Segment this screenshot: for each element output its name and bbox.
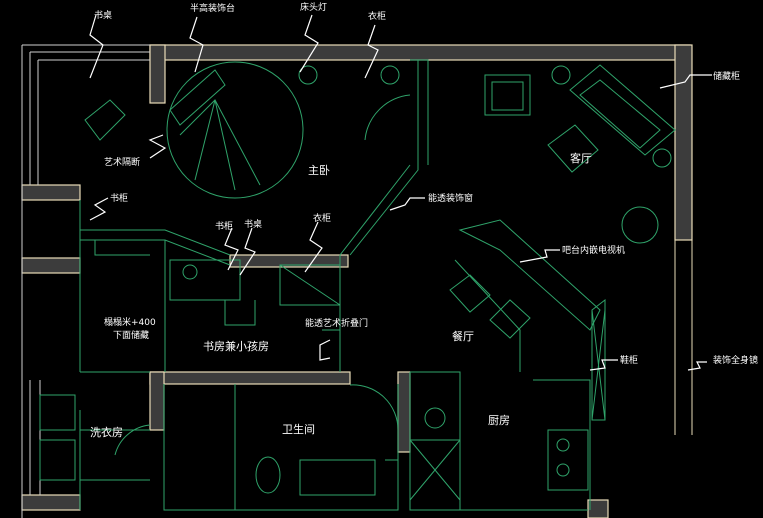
- label-folding-door: 能透艺术折叠门: [305, 317, 368, 329]
- furniture: [84, 61, 676, 494]
- label-half-height-stand: 半高装饰台: [190, 2, 235, 14]
- label-full-mirror: 装饰全身镜: [713, 354, 758, 366]
- room-master-bedroom: 主卧: [308, 164, 330, 177]
- interior-partitions: [39, 59, 606, 511]
- label-shoe-cabinet: 鞋柜: [620, 354, 638, 366]
- label-wardrobe-top: 衣柜: [368, 10, 386, 22]
- room-study-kids: 书房兼小孩房: [203, 340, 269, 353]
- label-bar-tv: 吧台内嵌电视机: [562, 244, 625, 256]
- label-bookcase-left: 书柜: [110, 192, 128, 204]
- room-bathroom: 卫生间: [282, 422, 315, 436]
- room-kitchen: 厨房: [488, 414, 510, 427]
- label-tatami-1: 榻榻米+400: [104, 316, 156, 328]
- label-wardrobe-mid: 衣柜: [313, 212, 331, 224]
- label-bedside-lamp: 床头灯: [300, 1, 327, 13]
- label-bookcase-mid: 书柜: [215, 220, 233, 232]
- label-art-partition: 艺术隔断: [104, 156, 140, 168]
- room-laundry: 洗衣房: [90, 425, 123, 439]
- label-tatami-2: 下面储藏: [113, 329, 149, 341]
- label-storage-cabinet: 储藏柜: [713, 70, 740, 82]
- leader-lines: [89, 14, 712, 371]
- balcony-lines: [21, 44, 150, 518]
- room-living-room: 客厅: [570, 151, 592, 165]
- walls: [21, 44, 693, 518]
- room-dining-room: 餐厅: [452, 329, 474, 343]
- label-desk-mid: 书桌: [244, 218, 262, 230]
- label-translucent-window: 能透装饰窗: [428, 192, 473, 204]
- label-desk-top: 书桌: [94, 9, 112, 21]
